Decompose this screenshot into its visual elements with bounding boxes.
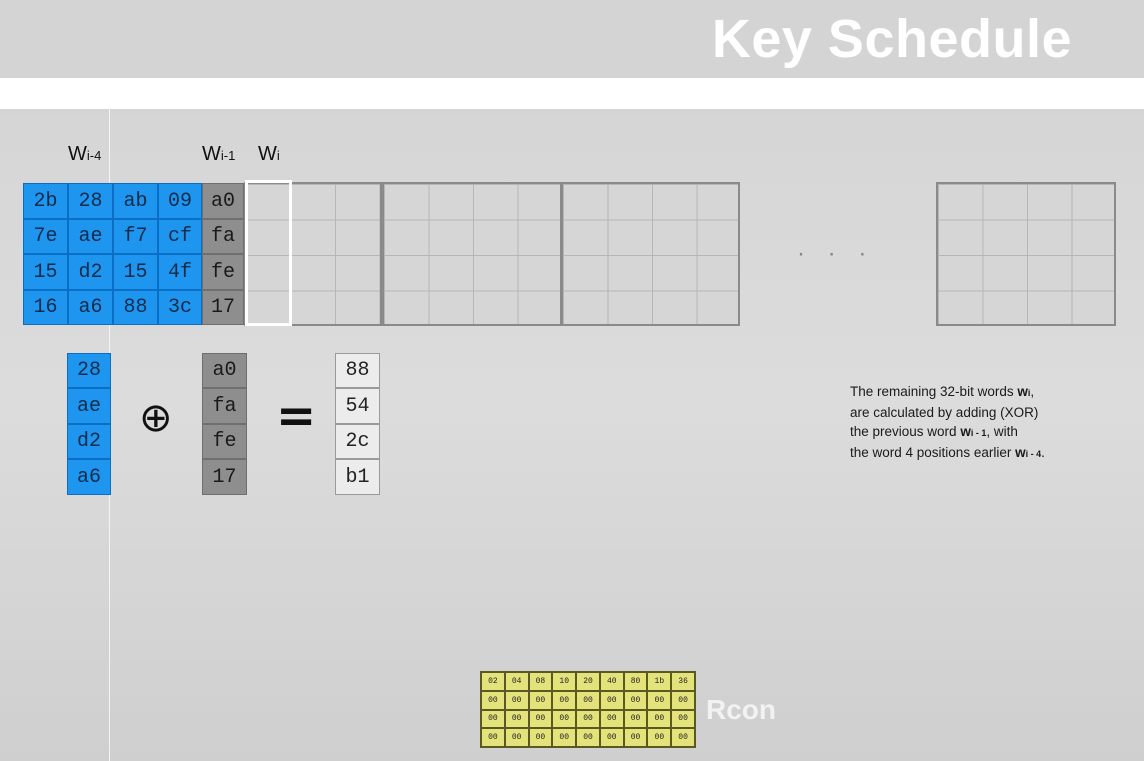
key-cell: 88 xyxy=(113,290,158,325)
slide-title: Key Schedule xyxy=(711,9,1072,69)
xor-left-cell: ae xyxy=(67,388,111,424)
xor-left-cell: d2 xyxy=(67,424,111,459)
rcon-cell: 08 xyxy=(528,672,553,691)
ellipsis: · · · xyxy=(797,240,875,267)
xor-right-cell: fe xyxy=(202,424,247,459)
rcon-cell: 00 xyxy=(528,690,553,710)
rcon-cell: 20 xyxy=(576,672,600,691)
rcon-cell: 1b xyxy=(647,672,672,691)
w-prev-cell: 17 xyxy=(202,290,244,325)
w-i-highlight xyxy=(245,180,292,326)
rcon-cell: 00 xyxy=(504,690,529,710)
key-cell: 09 xyxy=(158,183,202,219)
round-key-block xyxy=(936,182,1116,326)
rcon-cell: 00 xyxy=(647,709,672,729)
xor-left-cell: a6 xyxy=(67,459,111,495)
xor-operator: ⊕ xyxy=(139,395,173,441)
rcon-cell: 02 xyxy=(481,672,505,691)
key-cell: d2 xyxy=(68,254,113,290)
rcon-cell: 00 xyxy=(481,728,505,747)
rcon-cell: 00 xyxy=(623,728,648,747)
key-cell: 15 xyxy=(113,254,158,290)
rcon-cell: 00 xyxy=(623,690,648,710)
key-cell: f7 xyxy=(113,219,158,254)
rcon-cell: 00 xyxy=(481,690,505,710)
w-prev-cell: fe xyxy=(202,254,244,290)
rcon-cell: 40 xyxy=(599,672,624,691)
key-cell: 7e xyxy=(23,219,68,254)
rcon-cell: 00 xyxy=(576,709,600,729)
w-prev-cell: fa xyxy=(202,219,244,254)
rcon-cell: 80 xyxy=(623,672,648,691)
xor-result-cell: 54 xyxy=(335,388,380,424)
key-cell: cf xyxy=(158,219,202,254)
rcon-cell: 00 xyxy=(671,690,695,710)
explanation-text: The remaining 32-bit words wi, are calcu… xyxy=(850,384,1045,460)
rcon-cell: 00 xyxy=(671,728,695,747)
key-cell: ab xyxy=(113,183,158,219)
header-bar: Key Schedule xyxy=(0,0,1144,78)
key-cell: ae xyxy=(68,219,113,254)
white-band xyxy=(0,78,1144,109)
key-cell: 28 xyxy=(68,183,113,219)
key-cell: 15 xyxy=(23,254,68,290)
rcon-cell: 00 xyxy=(481,709,505,729)
xor-result-cell: 2c xyxy=(335,424,380,459)
key-cell: 16 xyxy=(23,290,68,325)
rcon-label: Rcon xyxy=(706,694,776,725)
rcon-cell: 36 xyxy=(671,672,695,691)
label-w-i: Wi xyxy=(258,143,280,165)
rcon-cell: 00 xyxy=(599,728,624,747)
rcon-cell: 00 xyxy=(552,728,577,747)
rcon-cell: 00 xyxy=(623,709,648,729)
xor-result-cell: 88 xyxy=(335,353,380,388)
rcon-cell: 00 xyxy=(552,709,577,729)
label-w-i-minus-4: Wi-4 xyxy=(68,143,102,165)
key-cell: a6 xyxy=(68,290,113,325)
rcon-cell: 00 xyxy=(599,690,624,710)
xor-left-cell: 28 xyxy=(67,353,111,388)
rcon-cell: 00 xyxy=(647,728,672,747)
rcon-cell: 04 xyxy=(504,672,529,691)
rcon-table: 02 04 08 10 20 40 80 1b 36 00 00 00 00 0… xyxy=(480,671,696,748)
round-key-block xyxy=(382,182,562,326)
key-cell: 4f xyxy=(158,254,202,290)
rcon-cell: 00 xyxy=(576,690,600,710)
rcon-cell: 00 xyxy=(528,728,553,747)
round-key-block xyxy=(244,182,382,326)
key-cell: 3c xyxy=(158,290,202,325)
w-prev-cell: a0 xyxy=(202,183,244,219)
rcon-cell: 10 xyxy=(552,672,577,691)
round-key-block xyxy=(561,182,740,326)
rcon-cell: 00 xyxy=(504,728,529,747)
rcon-cell: 00 xyxy=(552,690,577,710)
rcon-cell: 00 xyxy=(647,690,672,710)
equals-sign: = xyxy=(276,388,317,444)
label-w-i-minus-1: Wi-1 xyxy=(202,143,236,165)
rcon-cell: 00 xyxy=(504,709,529,729)
xor-right-cell: a0 xyxy=(202,353,247,388)
xor-right-cell: fa xyxy=(202,388,247,424)
key-cell: 2b xyxy=(23,183,68,219)
rcon-cell: 00 xyxy=(599,709,624,729)
rcon-cell: 00 xyxy=(671,709,695,729)
rcon-cell: 00 xyxy=(576,728,600,747)
xor-right-cell: 17 xyxy=(202,459,247,495)
rcon-cell: 00 xyxy=(528,709,553,729)
xor-result-cell: b1 xyxy=(335,459,380,495)
